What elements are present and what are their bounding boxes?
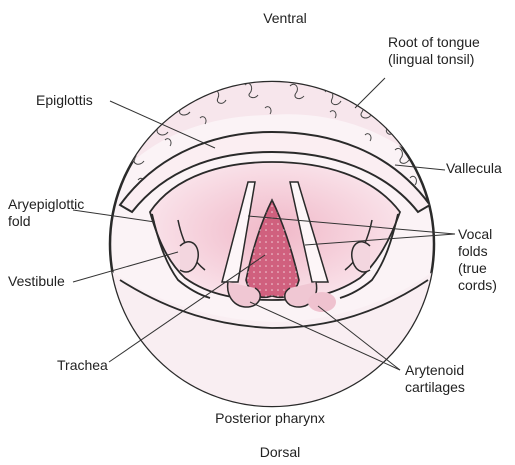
- vestibule-label: Vestibule: [8, 273, 65, 290]
- root-of-tongue-label: Root of tongue (lingual tonsil): [388, 34, 480, 68]
- vocal-line1: Vocal: [458, 226, 497, 243]
- vocal-folds-label: Vocal folds (true cords): [458, 226, 497, 294]
- arytenoid-line1: Arytenoid: [405, 362, 465, 379]
- dorsal-label: Dorsal: [250, 444, 310, 461]
- aryepiglottic-line2: fold: [8, 213, 84, 230]
- vocal-line2: folds: [458, 243, 497, 260]
- root-of-tongue-line2: (lingual tonsil): [388, 51, 480, 68]
- trachea-label: Trachea: [57, 357, 108, 374]
- vallecula-label: Vallecula: [446, 160, 502, 177]
- arytenoid-line2: cartilages: [405, 379, 465, 396]
- aryepiglottic-fold-label: Aryepiglottic fold: [8, 196, 84, 230]
- posterior-pharynx-label: Posterior pharynx: [195, 410, 345, 427]
- vocal-line3: (true: [458, 260, 497, 277]
- arytenoid-cartilages-label: Arytenoid cartilages: [405, 362, 465, 396]
- aryepiglottic-line1: Aryepiglottic: [8, 196, 84, 213]
- root-of-tongue-line1: Root of tongue: [388, 34, 480, 51]
- vocal-line4: cords): [458, 277, 497, 294]
- ventral-label: Ventral: [250, 10, 320, 27]
- epiglottis-label: Epiglottis: [36, 92, 93, 109]
